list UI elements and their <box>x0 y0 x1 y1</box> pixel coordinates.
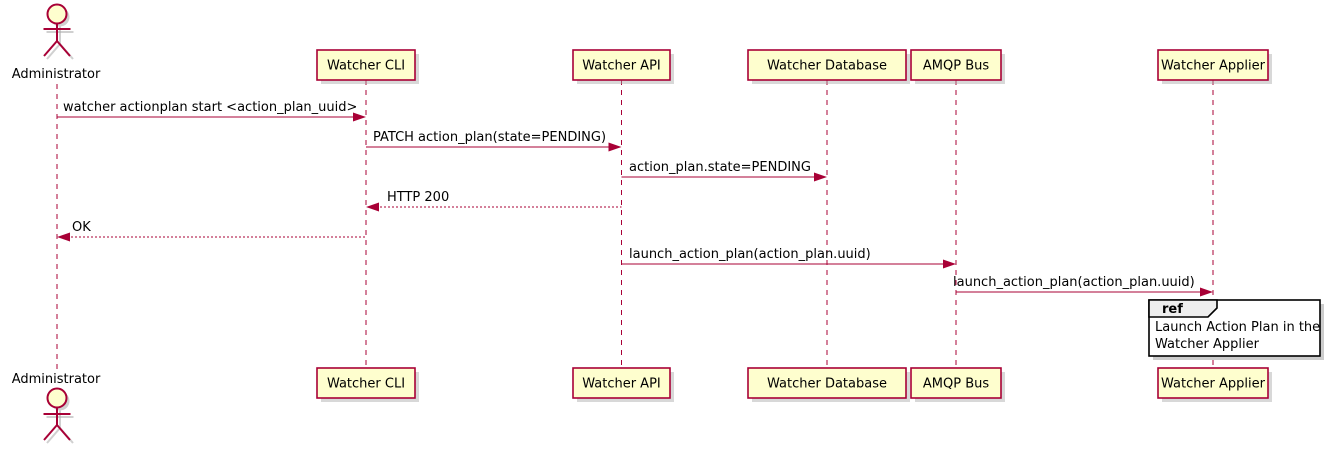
actor-bottom: Administrator <box>12 372 101 444</box>
participant-label: AMQP Bus <box>923 377 989 392</box>
message-7: launch_action_plan(action_plan.uuid) <box>953 275 1213 297</box>
participant-top-watcher-cli: Watcher CLI <box>316 49 419 84</box>
participant-box <box>910 367 1002 399</box>
message-5: OK <box>57 220 366 242</box>
message-6-label: launch_action_plan(action_plan.uuid) <box>629 247 871 262</box>
actor-label: Administrator <box>12 67 101 82</box>
message-1-label: watcher actionplan start <action_plan_uu… <box>63 100 357 115</box>
participant-box <box>316 367 416 399</box>
participant-top-watcher-database: Watcher Database <box>747 49 910 84</box>
participant-label: Watcher CLI <box>327 59 405 74</box>
arrowhead-left-icon <box>366 202 379 212</box>
ref-fragment: ref Launch Action Plan in the Watcher Ap… <box>1148 299 1324 360</box>
actor-top: Administrator <box>12 3 101 82</box>
participant-label: Watcher Applier <box>1161 377 1266 392</box>
participant-label: Watcher CLI <box>327 377 405 392</box>
participant-box <box>1157 367 1269 399</box>
message-5-label: OK <box>72 220 91 235</box>
arrowhead-right-icon <box>353 112 366 122</box>
actor-label: Administrator <box>12 372 101 387</box>
ref-header <box>1148 299 1218 318</box>
participant-bottom-amqp-bus: AMQP Bus <box>910 367 1005 402</box>
arrowhead-right-icon <box>943 259 956 269</box>
arrowhead-left-icon <box>57 232 70 242</box>
participant-bottom-watcher-cli: Watcher CLI <box>316 367 419 402</box>
participant-top-amqp-bus: AMQP Bus <box>910 49 1005 84</box>
arrowhead-right-icon <box>608 142 622 152</box>
message-4-label: HTTP 200 <box>387 190 449 205</box>
message-2: PATCH action_plan(state=PENDING) <box>366 130 622 152</box>
message-7-label: launch_action_plan(action_plan.uuid) <box>953 275 1195 290</box>
actor-icon <box>43 387 71 441</box>
participant-box <box>747 49 907 81</box>
participant-box <box>316 49 416 81</box>
message-4: HTTP 200 <box>366 190 622 212</box>
participant-box <box>572 49 671 81</box>
participant-label: Watcher Database <box>767 377 887 392</box>
participant-bottom-watcher-database: Watcher Database <box>747 367 910 402</box>
participant-label: Watcher API <box>582 59 661 74</box>
participant-label: Watcher Database <box>767 59 887 74</box>
participant-bottom-watcher-applier: Watcher Applier <box>1157 367 1272 402</box>
participant-box <box>1157 49 1269 81</box>
participant-box <box>747 367 907 399</box>
message-3-label: action_plan.state=PENDING <box>629 160 811 175</box>
participant-box <box>572 367 671 399</box>
message-3: action_plan.state=PENDING <box>621 160 827 182</box>
message-2-label: PATCH action_plan(state=PENDING) <box>373 130 606 145</box>
participant-label: Watcher Applier <box>1161 59 1266 74</box>
participant-label: AMQP Bus <box>923 59 989 74</box>
participant-bottom-watcher-api: Watcher API <box>572 367 674 402</box>
ref-keyword: ref <box>1162 302 1183 317</box>
message-6: launch_action_plan(action_plan.uuid) <box>621 247 956 269</box>
actor-icon <box>43 3 71 57</box>
ref-text-line1: Launch Action Plan in the <box>1155 320 1320 335</box>
participant-label: Watcher API <box>582 377 661 392</box>
participant-top-watcher-api: Watcher API <box>572 49 674 84</box>
participant-box <box>910 49 1002 81</box>
ref-text-line2: Watcher Applier <box>1155 337 1260 352</box>
arrowhead-right-icon <box>1200 287 1213 297</box>
participant-top-watcher-applier: Watcher Applier <box>1157 49 1272 84</box>
arrowhead-right-icon <box>814 172 827 182</box>
message-1: watcher actionplan start <action_plan_uu… <box>57 100 366 122</box>
